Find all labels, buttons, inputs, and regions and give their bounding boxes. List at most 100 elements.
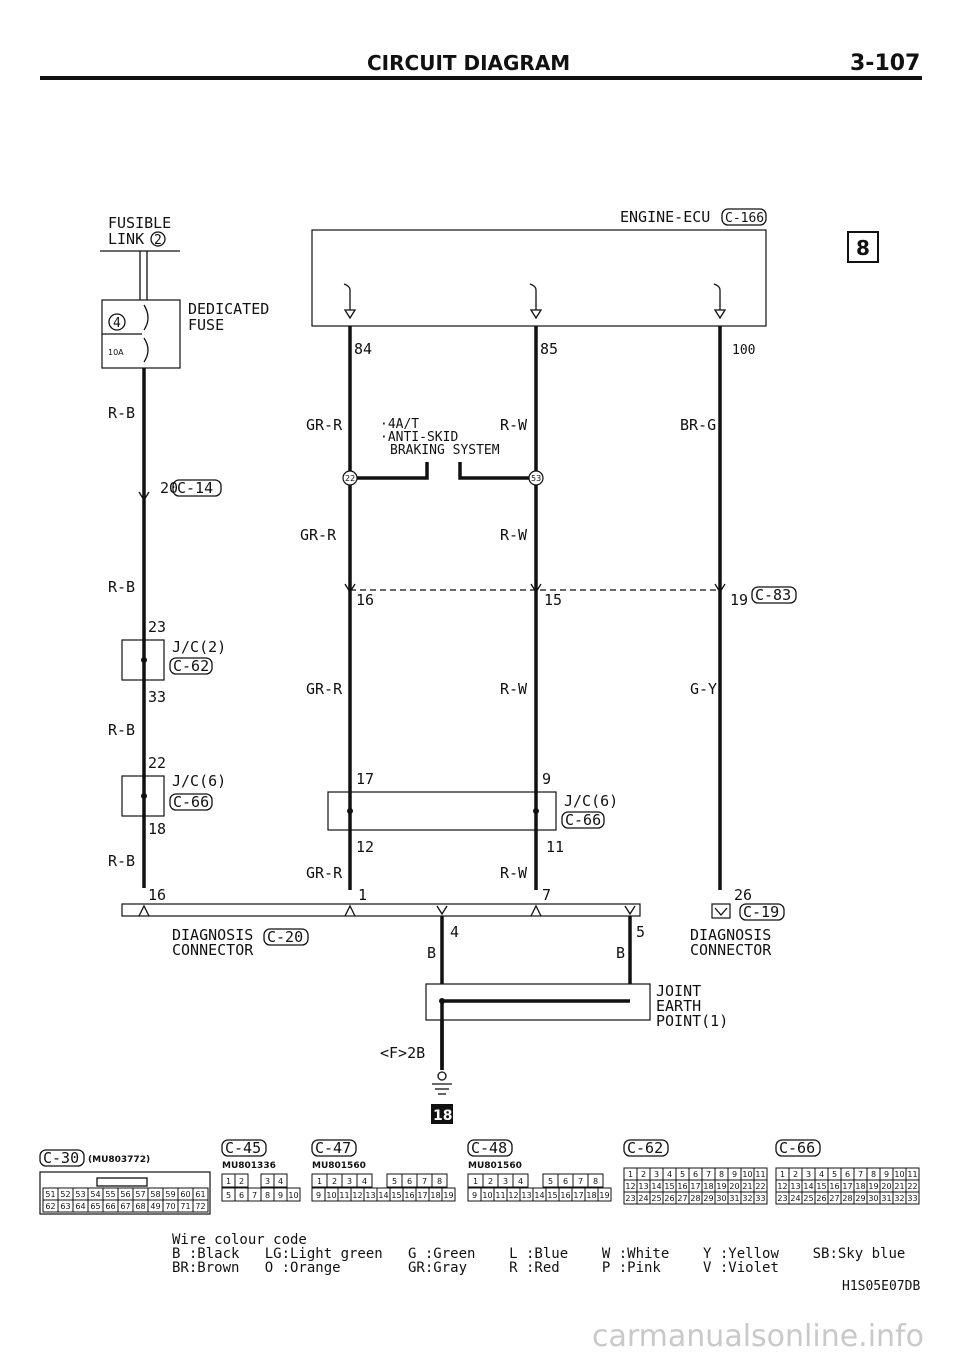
connector-pin-label: 32 <box>742 1194 752 1203</box>
jc6-left-label: J/C(6) <box>172 772 226 790</box>
wire-rb-4: R-B <box>108 852 135 870</box>
engine-ecu-box <box>311 229 767 327</box>
c14-conn-box <box>172 479 222 497</box>
c47-id: C-47 <box>315 1139 351 1157</box>
c47-part: MU801560 <box>312 1161 366 1171</box>
connector-pin-label: 13 <box>790 1182 800 1191</box>
diag-c20-pin-arrows <box>138 904 636 917</box>
connector-pin-label: 12 <box>508 1191 518 1200</box>
connector-pin-cell <box>441 1187 456 1202</box>
c14-conn: C-14 <box>177 479 213 497</box>
engine-ecu-label: ENGINE-ECU <box>620 208 710 226</box>
page-title: CIRCUIT DIAGRAM <box>367 51 570 75</box>
wire-rw-4: R-W <box>500 864 528 882</box>
connector-pin-label: 66 <box>105 1202 115 1211</box>
connector-pin-label: 14 <box>651 1182 661 1191</box>
connector-pin-label: 9 <box>732 1170 737 1179</box>
jc6-mid-conn: C-66 <box>565 811 601 829</box>
connector-pin-label: 9 <box>278 1191 283 1200</box>
jc6-left-conn-box <box>169 793 213 811</box>
wire-b-2: B <box>616 944 625 962</box>
jc6-mid-label: J/C(6) <box>564 792 618 810</box>
connector-pin-cell <box>512 1173 529 1188</box>
colour-code-title: Wire colour code <box>172 1232 307 1248</box>
connector-pin-label: 26 <box>664 1194 674 1203</box>
watermark: carmanualsonline.info <box>592 1319 924 1354</box>
wire-grr-2: GR-R <box>300 526 337 544</box>
c83-pin-16: 16 <box>356 591 374 609</box>
diag-c19-conn: C-19 <box>743 903 779 921</box>
connector-pin-label: 13 <box>365 1191 375 1200</box>
connector-pin-label: 4 <box>667 1170 672 1179</box>
connector-pin-label: 16 <box>560 1191 570 1200</box>
c14-pin-arrow <box>138 491 150 502</box>
connector-pin-label: 22 <box>755 1182 765 1191</box>
connector-pin-label: 17 <box>842 1182 852 1191</box>
connector-pin-label: 3 <box>806 1170 811 1179</box>
diag-c20-conn: C-20 <box>267 928 303 946</box>
connector-pin-label: 5 <box>680 1170 685 1179</box>
connector-pin-label: 3 <box>503 1177 508 1186</box>
connector-pin-label: 1 <box>780 1170 785 1179</box>
jc6-left-conn: C-66 <box>173 793 209 811</box>
connector-pin-label: 51 <box>45 1190 55 1199</box>
connector-pin-label: 7 <box>252 1191 257 1200</box>
engine-ecu-conn-box <box>721 208 767 226</box>
connector-pin-label: 10 <box>326 1191 336 1200</box>
connector-pin-label: 19 <box>443 1191 453 1200</box>
ground-badge-label: 18 <box>433 1108 452 1124</box>
connector-pin-label: 1 <box>628 1170 633 1179</box>
joint-earth-label-1: JOINT <box>656 982 701 1000</box>
abs-node-left-label: 22 <box>345 474 355 483</box>
connector-pin-label: 11 <box>755 1170 765 1179</box>
diag-c20-connector-bar <box>121 903 641 917</box>
connector-pin-cell <box>905 1191 920 1205</box>
connector-pin-label: 30 <box>716 1194 726 1203</box>
ground-label: <F>2B <box>380 1044 425 1062</box>
wire-rb-1: R-B <box>108 404 135 422</box>
c30-id: C-30 <box>43 1149 79 1167</box>
wire-grr-1: GR-R <box>306 416 343 434</box>
abs-node-right <box>528 470 544 486</box>
fusible-link-number-circle <box>150 231 166 247</box>
connector-pin-label: 10 <box>482 1191 492 1200</box>
connector-pin-label: 11 <box>495 1191 505 1200</box>
fuse-number-circle <box>108 313 126 331</box>
connector-pin-label: 9 <box>884 1170 889 1179</box>
diag-c19-arrow <box>714 907 728 916</box>
connector-pin-label: 29 <box>855 1194 865 1203</box>
fuse-element-icon <box>143 304 149 363</box>
connector-pin-label: 6 <box>239 1191 244 1200</box>
wire-rw-2: R-W <box>500 526 528 544</box>
connector-pin-label: 6 <box>845 1170 850 1179</box>
ecu-pin-84: 84 <box>354 340 372 358</box>
connector-pin-label: 10 <box>742 1170 752 1179</box>
connector-pin-label: 7 <box>422 1177 427 1186</box>
c83-pin-19: 19 <box>730 591 748 609</box>
abs-note-line2: ·ANTI-SKID <box>380 430 458 445</box>
jc2-conn-box <box>169 657 213 675</box>
connector-pin-label: 20 <box>881 1182 891 1191</box>
connector-pin-label: 4 <box>362 1177 367 1186</box>
connector-pin-label: 24 <box>790 1194 800 1203</box>
fuse-number: 4 <box>113 316 121 331</box>
connector-pin-label: 59 <box>165 1190 175 1199</box>
connector-pin-label: 16 <box>829 1182 839 1191</box>
connector-pin-label: 70 <box>165 1202 175 1211</box>
connector-pin-label: 8 <box>719 1170 724 1179</box>
diag-pin-16: 16 <box>148 886 166 904</box>
connector-pin-label: 1 <box>226 1177 231 1186</box>
connector-pin-label: 24 <box>638 1194 648 1203</box>
connector-pin-label: 19 <box>868 1182 878 1191</box>
abs-note-line1: ·4A/T <box>380 417 419 432</box>
dedicated-fuse-label: DEDICATED <box>188 300 269 318</box>
connector-pin-label: 56 <box>120 1190 130 1199</box>
connector-pin-label: 18 <box>586 1191 596 1200</box>
connector-pin-label: 8 <box>871 1170 876 1179</box>
jc6-mid-conn-box <box>561 811 605 829</box>
connector-pin-label: 8 <box>593 1177 598 1186</box>
colour-code-row2: BR:Brown O :Orange GR:Gray R :Red P :Pin… <box>172 1260 779 1276</box>
